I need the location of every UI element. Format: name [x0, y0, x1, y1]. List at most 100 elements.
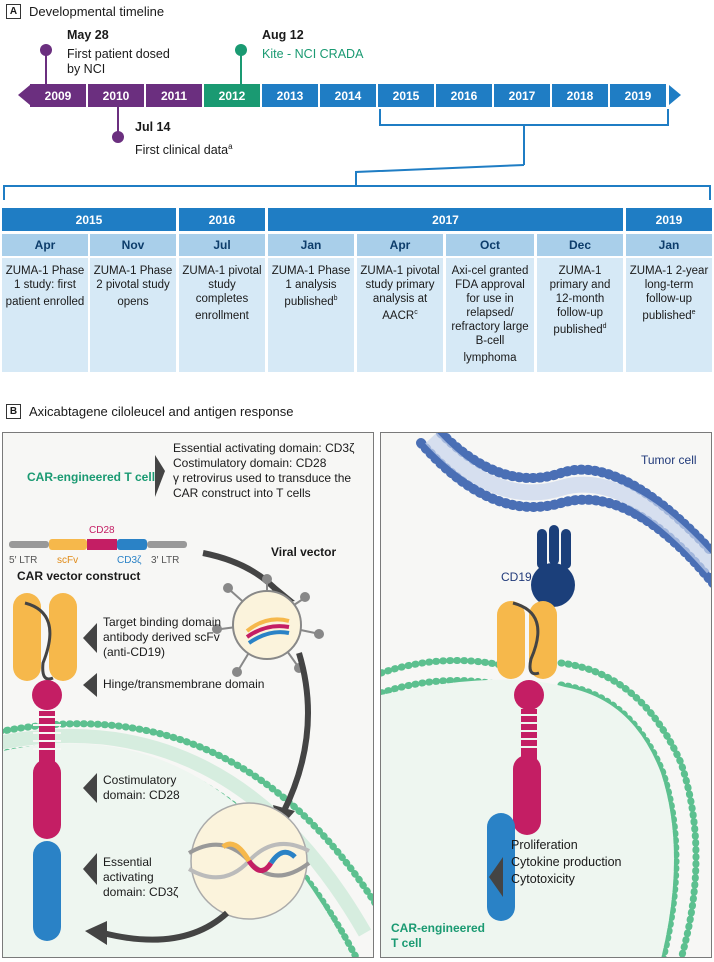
ltr5-label: 5′ LTR: [9, 555, 38, 566]
pointer-costim: [83, 773, 97, 803]
car-t-desc-1: Essential activating domain: CD3ζ: [173, 441, 355, 455]
event-jul14-text: First clinical data: [135, 143, 229, 158]
target-domain-label: Target binding domain antibody derived s…: [103, 615, 221, 660]
event-jul14: Jul 14 First clinical dataa: [135, 120, 233, 158]
panel-a-letter: A: [6, 4, 21, 19]
curve-arrowhead-3: [85, 921, 107, 945]
event-jul14-date: Jul 14: [135, 120, 171, 134]
tumor-membrane-core: [425, 433, 711, 574]
year-2016: 2016: [436, 84, 492, 107]
car-t-desc-3: γ retrovirus used to transduce the: [173, 471, 352, 485]
year-2015: 2015: [378, 84, 434, 107]
milestone-5-text: ZUMA-1 pivotal study primary analysis at…: [360, 265, 440, 322]
t-cell-membrane-r-outer: [381, 657, 505, 677]
costim-domain-label: Costimulatory domain: CD28: [103, 773, 180, 803]
year-2014: 2014: [320, 84, 376, 107]
ltr3-label: 3′ LTR: [151, 555, 180, 566]
nucleus-dna: [187, 802, 311, 920]
milestone-4-text: ZUMA-1 Phase 1 analysis published: [271, 265, 351, 308]
table-year-2017: 2017: [268, 208, 623, 231]
dot-aug12: [235, 44, 247, 56]
table-year-2015: 2015: [2, 208, 176, 231]
car-t-description: Essential activating domain: CD3ζ Costim…: [173, 441, 369, 501]
t-cell-membrane-r-inner2: [557, 681, 680, 957]
curve-arrow-3: [102, 910, 230, 943]
bracket-2015-2019: [379, 109, 669, 126]
milestone-6: Axi-cel granted FDA approval for use in …: [446, 258, 534, 372]
milestone-5-sup: c: [414, 309, 418, 316]
timeline-right-arrow: [669, 85, 681, 105]
year-2011: 2011: [146, 84, 202, 107]
milestone-3: ZUMA-1 pivotal study completes enrollmen…: [179, 258, 265, 372]
milestone-7: ZUMA-1 primary and 12-month follow-up pu…: [537, 258, 623, 372]
response-list: Proliferation Cytokine production Cytoto…: [511, 837, 621, 888]
panel-a-heading: A Developmental timeline: [6, 4, 164, 19]
target-domain-1: Target binding domain: [103, 615, 222, 629]
event-may28-text: First patient dosed by NCI: [67, 47, 170, 76]
t-cell-membrane-core: [3, 728, 372, 937]
milestone-7-text: ZUMA-1 primary and 12-month follow-up pu…: [549, 265, 611, 336]
cd3z-label: CD3ζ: [117, 555, 142, 566]
timeline-graphics: [3, 44, 711, 200]
car-t-cell-1: CAR-engineered: [391, 921, 486, 935]
event-aug12-date: Aug 12: [262, 28, 304, 42]
table-month-4: Jan: [268, 234, 354, 256]
car-t-desc-4: CAR construct into T cells: [173, 486, 311, 500]
milestone-6-text: Axi-cel granted FDA approval for use in …: [451, 265, 529, 364]
construct-graphics: [3, 455, 373, 957]
scfv-label: scFv: [57, 555, 79, 566]
essential-domain-label: Essential activating domain: CD3ζ: [103, 855, 178, 900]
event-aug12: Aug 12 Kite - NCI CRADA: [262, 28, 363, 62]
milestone-4: ZUMA-1 Phase 1 analysis publishedb: [268, 258, 354, 372]
tumor-cell-label: Tumor cell: [641, 453, 697, 467]
table-month-6: Oct: [446, 234, 534, 256]
costim-domain-1: Costimulatory: [103, 773, 177, 787]
essential-domain-1: Essential: [103, 855, 152, 869]
table-month-7: Dec: [537, 234, 623, 256]
car-t-label: CAR-engineered T cell: [27, 470, 156, 484]
milestone-1: ZUMA-1 Phase 1 study: first patient enro…: [2, 258, 88, 372]
milestone-4-sup: b: [333, 295, 338, 302]
year-2018: 2018: [552, 84, 608, 107]
ltr5-segment: [9, 541, 49, 548]
table-bracket: [3, 185, 711, 200]
table-year-2016: 2016: [179, 208, 265, 231]
tumor-membrane-outer: [436, 433, 711, 558]
response-proliferation: Proliferation: [511, 838, 578, 852]
viral-vector-icon: [212, 574, 324, 677]
milestone-2: ZUMA-1 Phase 2 pivotal study opens: [90, 258, 176, 372]
essential-domain-2: activating: [103, 870, 154, 884]
car-t-cell-2: T cell: [391, 936, 422, 950]
timeline-left-arrow: [18, 85, 30, 105]
milestone-5: ZUMA-1 pivotal study primary analysis at…: [357, 258, 443, 372]
t-cell-membrane-r-outer2: [557, 659, 700, 957]
cd28-label: CD28: [89, 525, 115, 536]
milestone-3-text: ZUMA-1 pivotal study completes enrollmen…: [182, 265, 262, 322]
cd28-segment: [87, 539, 117, 550]
year-2009: 2009: [30, 84, 86, 107]
panel-b-title: Axicabtagene ciloleucel and antigen resp…: [29, 404, 294, 419]
cd19-antigen: [531, 525, 575, 607]
ltr3-segment: [147, 541, 187, 548]
panel-b-letter: B: [6, 404, 21, 419]
year-2010: 2010: [88, 84, 144, 107]
milestone-2-text: ZUMA-1 Phase 2 pivotal study opens: [93, 265, 173, 308]
cd3z-segment: [117, 539, 147, 550]
response-cytotoxicity: Cytotoxicity: [511, 872, 575, 886]
year-2019: 2019: [610, 84, 666, 107]
response-cytokine: Cytokine production: [511, 855, 622, 869]
table-month-3: Jul: [179, 234, 265, 256]
event-aug12-text: Kite - NCI CRADA: [262, 47, 364, 61]
milestone-8: ZUMA-1 2-year long-term follow-up publis…: [626, 258, 712, 372]
curve-arrow-2: [280, 652, 311, 815]
panel-b-heading: B Axicabtagene ciloleucel and antigen re…: [6, 404, 294, 419]
car-t-cell-label: CAR-engineered T cell: [391, 921, 485, 951]
car-receptor: [13, 593, 77, 941]
table-year-2019: 2019: [626, 208, 712, 231]
target-domain-3: (anti-CD19): [103, 645, 166, 659]
year-2013: 2013: [262, 84, 318, 107]
tumor-membrane-inner: [416, 438, 711, 588]
milestone-8-text: ZUMA-1 2-year long-term follow-up publis…: [629, 265, 709, 322]
antigen-graphics: [381, 433, 711, 957]
event-jul14-sup: a: [228, 142, 233, 151]
